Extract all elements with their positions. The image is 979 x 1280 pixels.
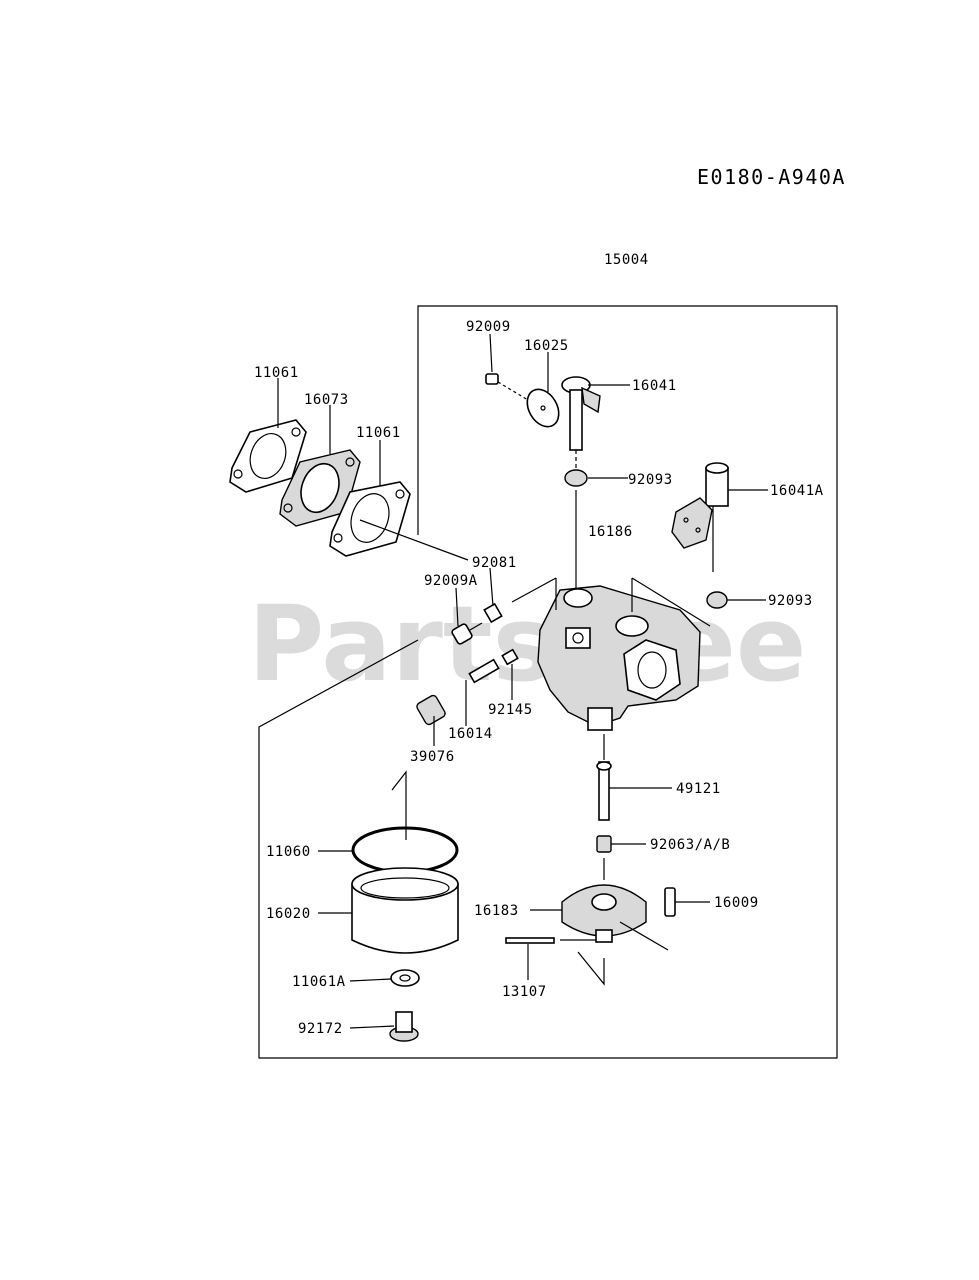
label-16186: 16186 <box>588 524 633 540</box>
label-92145: 92145 <box>488 702 533 718</box>
label-16073: 16073 <box>304 392 349 408</box>
label-16183: 16183 <box>474 903 519 919</box>
spring-92081 <box>483 602 503 624</box>
label-39076: 39076 <box>410 749 455 765</box>
label-16041: 16041 <box>632 378 677 394</box>
label-16020: 16020 <box>266 906 311 922</box>
choke-plate-16025 <box>526 388 560 428</box>
label-92009A: 92009A <box>424 573 478 589</box>
gasket-16073 <box>279 449 361 527</box>
assembly-number: 15004 <box>604 252 649 268</box>
label-16041A: 16041A <box>770 483 824 499</box>
float-bowl-16020 <box>351 867 459 954</box>
diagram-code: E0180-A940A <box>697 165 846 189</box>
label-13107: 13107 <box>502 984 547 1000</box>
float-pin-13107 <box>505 937 605 986</box>
label-92009: 92009 <box>466 319 511 335</box>
label-11061-right: 11061 <box>356 425 401 441</box>
float-16183 <box>561 858 669 951</box>
label-92063: 92063/A/B <box>650 837 730 853</box>
label-49121: 49121 <box>676 781 721 797</box>
o-ring-11060 <box>351 770 459 874</box>
nozzle-49121 <box>596 734 612 821</box>
label-11060: 11060 <box>266 844 311 860</box>
drain-bolt-92172 <box>389 1011 419 1042</box>
washer-11061A <box>390 969 420 987</box>
label-16009: 16009 <box>714 895 759 911</box>
seal-92093-right <box>706 591 728 609</box>
label-16025: 16025 <box>524 338 569 354</box>
label-16014: 16014 <box>448 726 493 742</box>
seal-92093-top <box>564 469 588 487</box>
assembly-boundary <box>258 305 838 1059</box>
gasket-11061-right <box>329 481 411 557</box>
screw-92009 <box>485 373 529 401</box>
leader-lines <box>277 333 768 1029</box>
choke-shaft-16041 <box>561 376 601 470</box>
pilot-screw-16014 <box>468 658 500 684</box>
part-labels: 92009 16025 16041 11061 16073 11061 9209… <box>254 319 824 1037</box>
carburetor-body-16186 <box>511 577 711 731</box>
main-jet-92063 <box>596 835 612 853</box>
label-11061-left: 11061 <box>254 365 299 381</box>
gasket-11061-left <box>229 419 307 493</box>
screw-92009A <box>451 622 483 645</box>
limiter-cap-39076 <box>416 694 446 726</box>
label-92172: 92172 <box>298 1021 343 1037</box>
throttle-shaft-16041A <box>671 462 729 572</box>
label-92093-right: 92093 <box>768 593 813 609</box>
label-92081: 92081 <box>472 555 517 571</box>
float-valve-16009 <box>664 887 676 917</box>
spring-92145 <box>501 648 519 666</box>
label-92093-top: 92093 <box>628 472 673 488</box>
label-11061A: 11061A <box>292 974 346 990</box>
